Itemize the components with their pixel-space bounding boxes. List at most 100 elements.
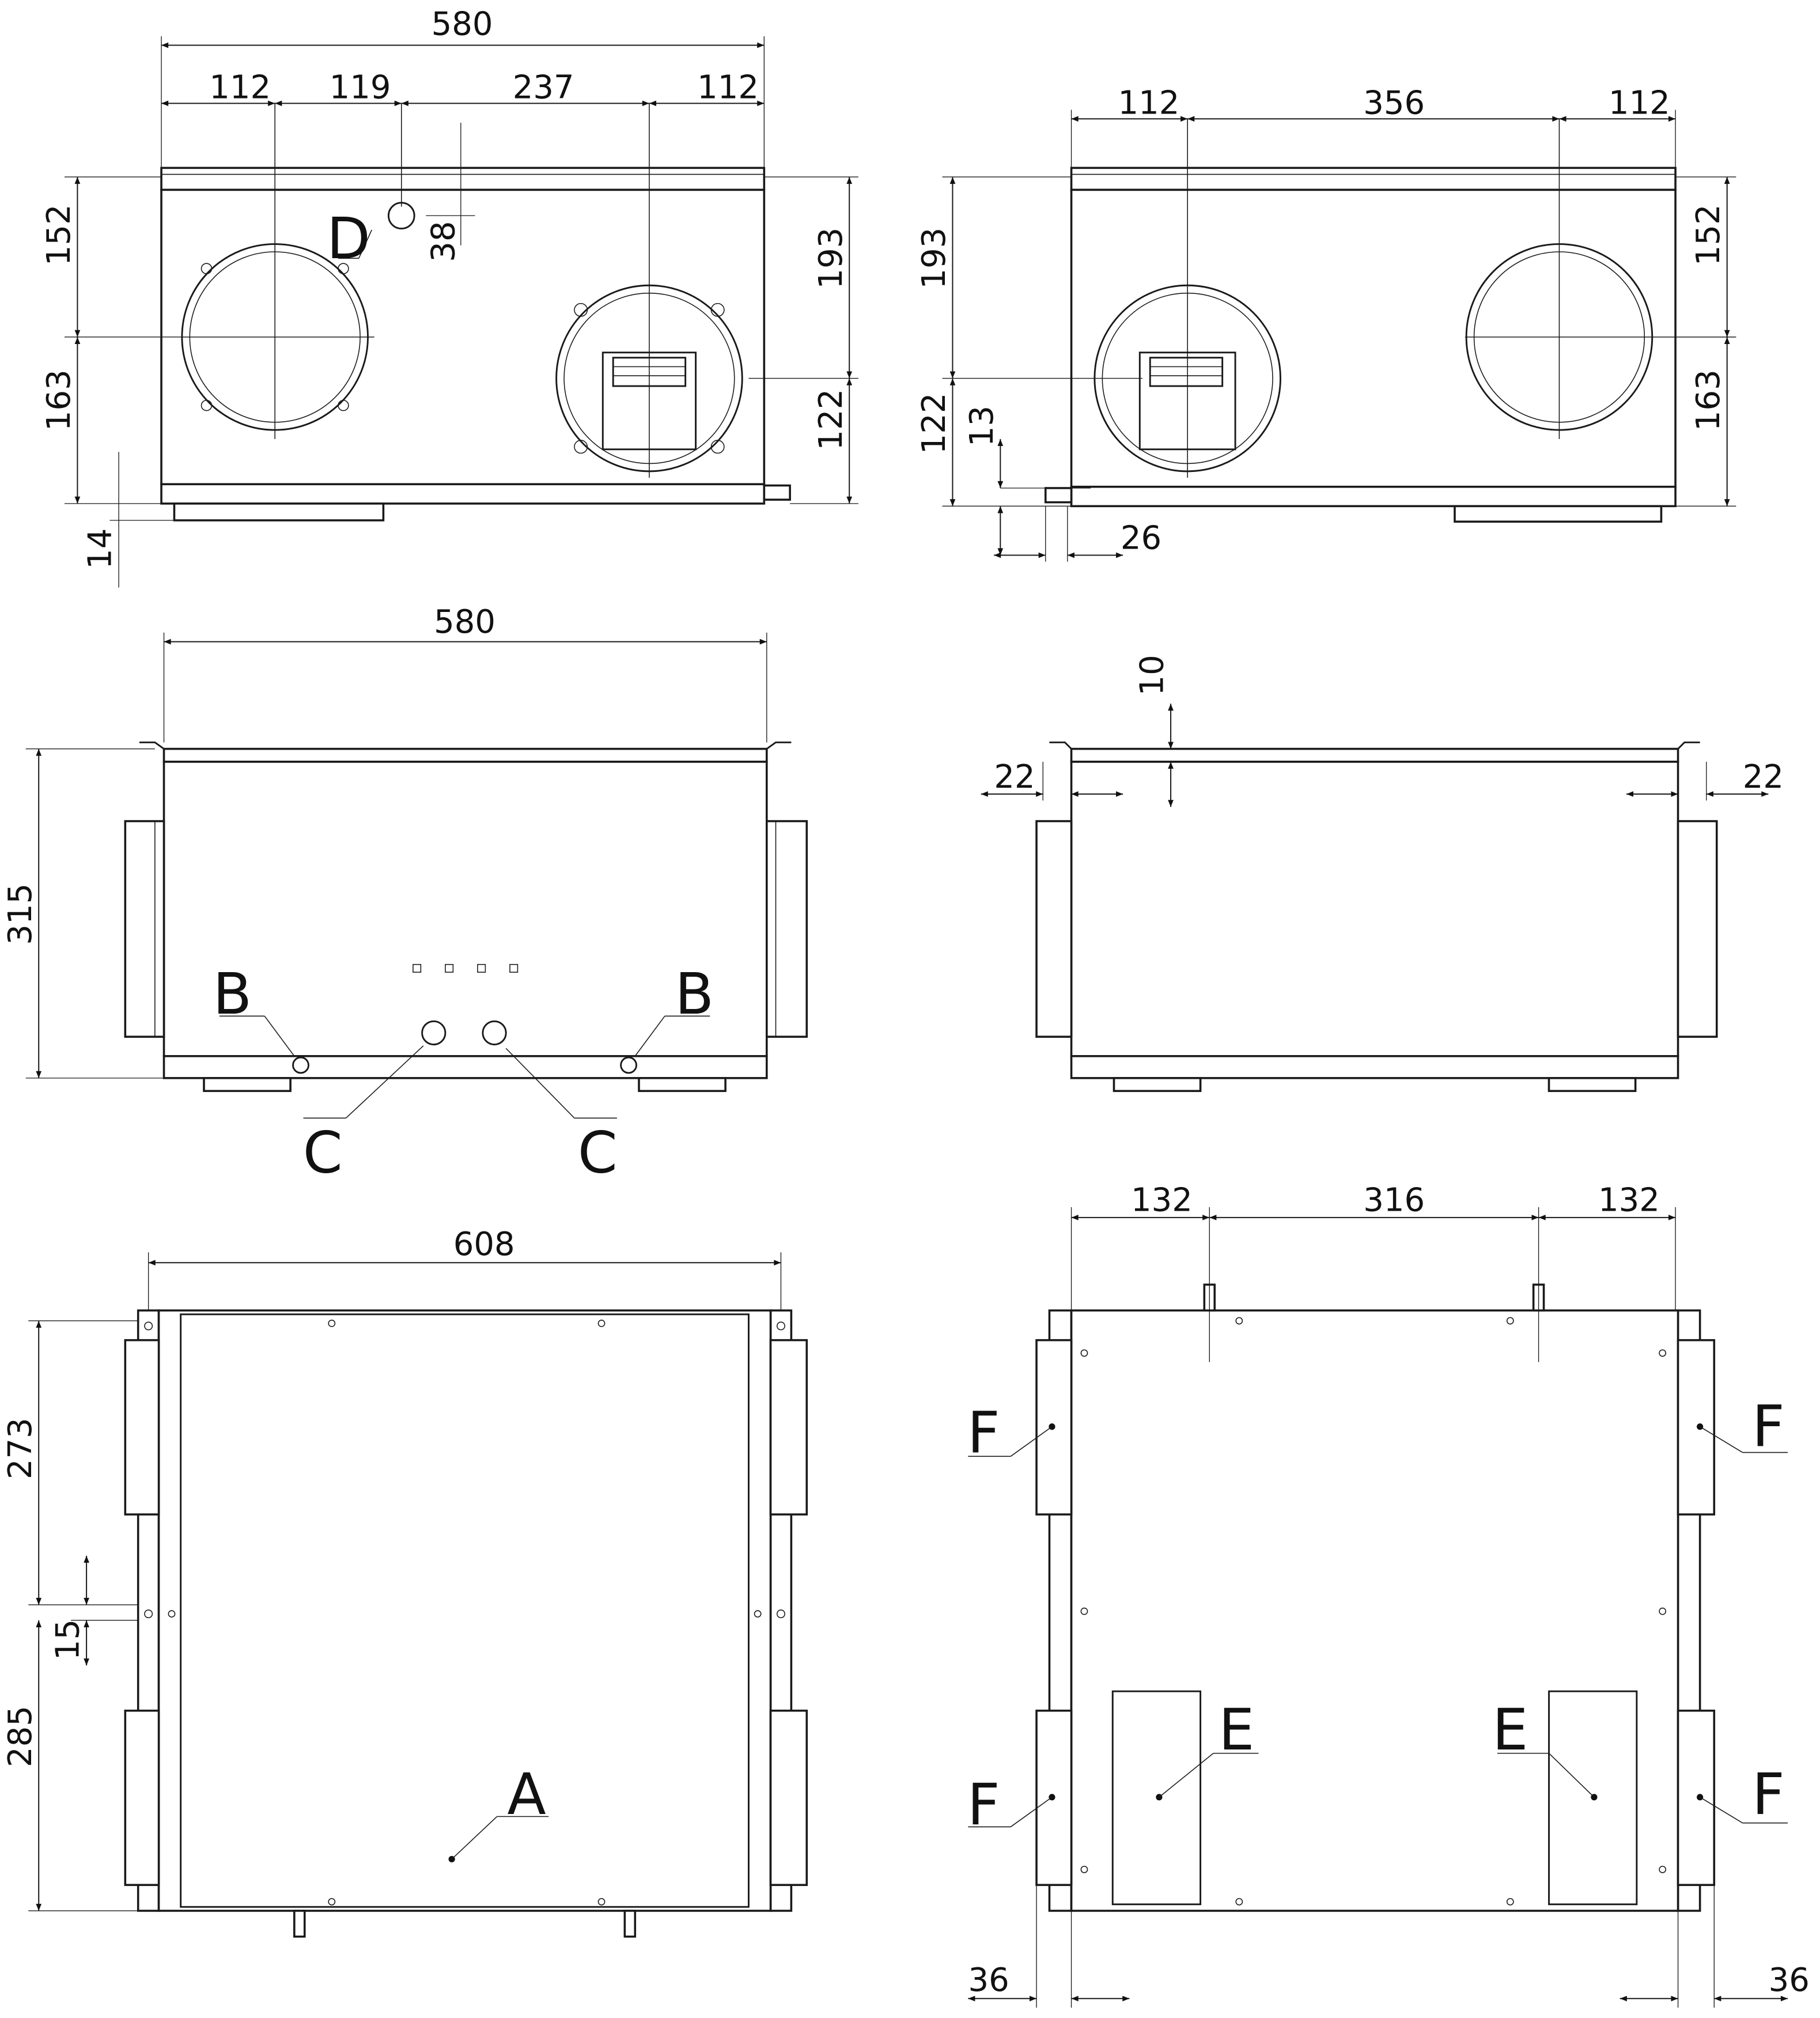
dim-label: 14 bbox=[82, 528, 119, 569]
dim-label: 608 bbox=[453, 1226, 515, 1263]
dim-label: 356 bbox=[1363, 84, 1425, 122]
drawing-line bbox=[754, 1610, 762, 1618]
drawing-line bbox=[1187, 119, 1736, 478]
drawing-line bbox=[1080, 1865, 1088, 1873]
dim-label: 13 bbox=[963, 406, 1001, 447]
drawing-line bbox=[144, 1609, 153, 1619]
drawing-line bbox=[769, 1339, 808, 1516]
front-view: 580 112 119 237 112 152 163 14 193 122 3… bbox=[40, 6, 858, 588]
label-f: F bbox=[967, 1773, 1000, 1838]
dim-label: 152 bbox=[40, 204, 78, 266]
drawing-line bbox=[162, 761, 768, 1057]
drawing-line bbox=[157, 1309, 772, 1912]
label-b-left: B bbox=[213, 962, 252, 1027]
drawing-line bbox=[509, 963, 519, 973]
drawing-line bbox=[1070, 761, 1679, 1057]
drawing-line bbox=[1080, 1317, 1667, 1906]
dim-label: 122 bbox=[915, 393, 953, 455]
dim-label: 163 bbox=[40, 369, 78, 431]
drawing-line bbox=[413, 963, 519, 973]
label-c-right: C bbox=[578, 1120, 618, 1186]
dim-label: 273 bbox=[2, 1418, 39, 1479]
drawing-line bbox=[1044, 487, 1073, 504]
connector-c-right bbox=[482, 1020, 507, 1046]
drawing-line bbox=[144, 1321, 153, 1331]
drawing-line bbox=[769, 1709, 808, 1886]
dim-label: 132 bbox=[1598, 1182, 1660, 1219]
drawing-line bbox=[710, 440, 725, 454]
drawing-line bbox=[160, 167, 766, 191]
filter-e-right bbox=[1548, 1690, 1638, 1906]
drawing-line bbox=[1700, 1426, 1743, 1453]
drawing-line bbox=[338, 399, 349, 411]
drawing-line bbox=[1659, 1607, 1667, 1615]
drain-b-right bbox=[620, 1056, 637, 1074]
label-c-left: C bbox=[303, 1120, 343, 1186]
drawing-line bbox=[1548, 1753, 1595, 1798]
dim-label: 38 bbox=[425, 221, 463, 262]
drawing-line bbox=[638, 1077, 727, 1093]
drawing-line bbox=[766, 821, 777, 1037]
dim-label: 193 bbox=[812, 228, 850, 289]
dim-label: 36 bbox=[1769, 1962, 1810, 1999]
drawing-line bbox=[162, 747, 768, 763]
drawing-line bbox=[776, 1609, 785, 1619]
drawing-line bbox=[154, 821, 165, 1037]
drawing-line bbox=[1070, 485, 1677, 508]
drawing-line bbox=[597, 1320, 606, 1327]
drawing-line bbox=[1080, 1349, 1088, 1357]
drawing-line bbox=[1080, 1607, 1088, 1615]
label-b-right: B bbox=[675, 962, 714, 1027]
label-d: D bbox=[327, 206, 370, 272]
drawing-line bbox=[1070, 747, 1679, 763]
drawing-line bbox=[328, 1320, 336, 1327]
drawing-line bbox=[574, 440, 588, 454]
dim-label: 10 bbox=[1134, 655, 1171, 696]
dim-label: 580 bbox=[434, 603, 495, 641]
drawing-line bbox=[1010, 1426, 1053, 1457]
drawing-line bbox=[413, 963, 422, 973]
bottom-view: 132 316 132 36 36 E E F F F F bbox=[967, 1182, 1810, 2008]
drawing-line bbox=[710, 303, 725, 317]
dim-label: 112 bbox=[1609, 84, 1670, 122]
label-e-left: E bbox=[1219, 1698, 1254, 1763]
drawing-line bbox=[345, 1045, 424, 1118]
dim-label: 237 bbox=[513, 69, 574, 106]
drawing-line bbox=[1070, 188, 1677, 488]
drawing-line bbox=[338, 263, 349, 274]
drawing-line bbox=[1159, 1752, 1214, 1798]
drawing-line bbox=[1659, 1865, 1667, 1873]
dim-label: 193 bbox=[915, 228, 953, 289]
dim-label: 22 bbox=[1743, 758, 1784, 796]
drawing-line bbox=[477, 963, 486, 973]
drawing-line bbox=[160, 483, 766, 505]
drawing-line bbox=[1700, 1797, 1743, 1824]
drawing-line bbox=[124, 1339, 160, 1516]
drawing-line bbox=[1454, 505, 1663, 523]
drawing-line bbox=[180, 1313, 750, 1908]
drawing-line bbox=[144, 1320, 785, 1906]
dim-label: 36 bbox=[968, 1962, 1009, 1999]
drawing-line bbox=[1677, 820, 1718, 1038]
dim-label: 112 bbox=[697, 69, 759, 106]
drain-b-left bbox=[292, 1056, 309, 1074]
dim-label: 112 bbox=[209, 69, 271, 106]
dim-label: 112 bbox=[1118, 84, 1180, 122]
drawing-line bbox=[623, 1910, 637, 1938]
label-f: F bbox=[1752, 1762, 1785, 1828]
drawing-line bbox=[180, 103, 650, 478]
label-f: F bbox=[967, 1401, 1000, 1467]
drawing-line bbox=[1547, 1077, 1637, 1093]
drawing-line bbox=[634, 1015, 665, 1057]
drawing-line bbox=[1677, 1709, 1716, 1886]
drawing-line bbox=[203, 1077, 292, 1093]
drawing-line bbox=[1659, 1349, 1667, 1357]
drawing-line bbox=[1149, 357, 1224, 387]
drawing-line bbox=[1035, 820, 1073, 1038]
drawing-line bbox=[162, 1055, 768, 1079]
drawing-line bbox=[445, 963, 454, 973]
drawing-line bbox=[1677, 1339, 1716, 1516]
filter-e-left bbox=[1111, 1690, 1202, 1906]
drawing-line bbox=[1070, 1309, 1679, 1912]
drawing-line bbox=[293, 1910, 306, 1938]
